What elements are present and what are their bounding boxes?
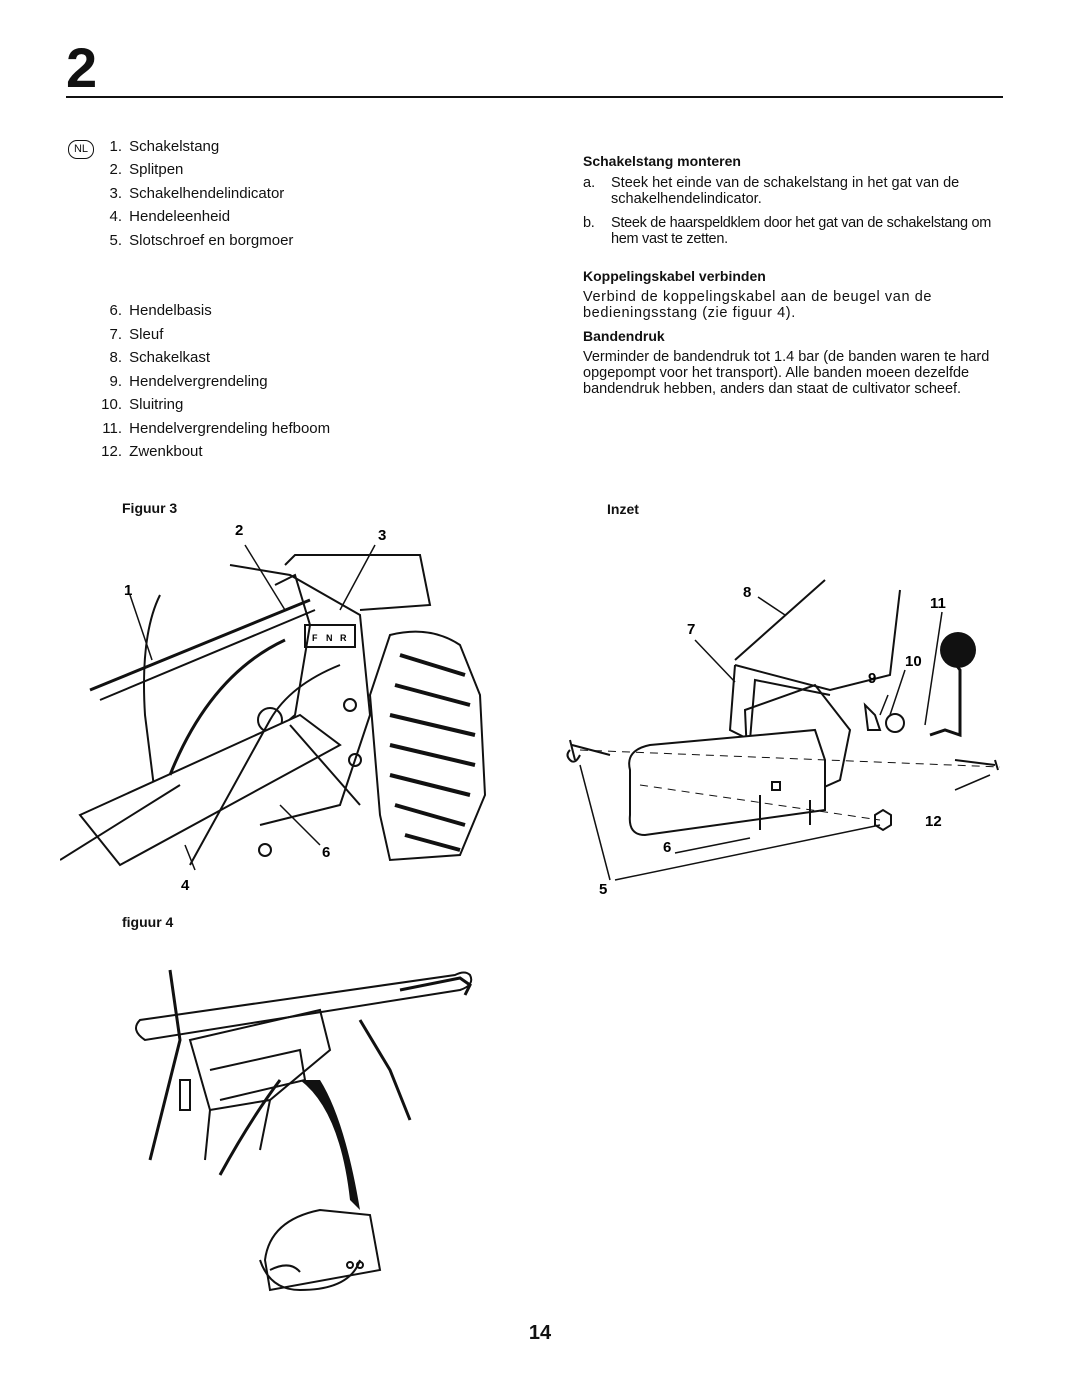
figure4-caption: figuur 4 (122, 914, 174, 930)
shift-letter: F (312, 633, 318, 643)
shift-letter: N (326, 633, 333, 643)
shift-rod-step: b.Steek de haarspeldklem door het gat va… (583, 215, 991, 247)
page-number: 14 (528, 1322, 552, 1344)
figure3-caption: Figuur 3 (122, 500, 178, 516)
inset-illustration: 5 6 7 8 9 10 11 12 (566, 579, 1001, 898)
parts-list-item: 4. Hendeleenheid (109, 208, 231, 225)
callout-number: 4 (181, 877, 190, 894)
tire-pressure-text: Verminder de bandendruk tot 1.4 bar (de … (583, 349, 990, 397)
shift-letter: R (340, 633, 347, 643)
parts-list-item: 10. Sluitring (101, 396, 184, 413)
tire-pressure-heading: Bandendruk (583, 328, 665, 344)
callout-number: 8 (743, 584, 751, 601)
callout-number: 12 (925, 813, 942, 830)
chapter-number: 2 (66, 36, 98, 99)
parts-list-item: 2. Splitpen (109, 161, 184, 178)
parts-list-item: 9. Hendelvergrendeling (109, 373, 268, 390)
callout-number: 6 (663, 839, 671, 856)
parts-list-item: 1. Schakelstang (109, 138, 220, 155)
inset-caption: Inzet (607, 501, 639, 517)
parts-list-item: 11. Hendelvergrendeling hefboom (102, 420, 331, 437)
parts-list-item: 5. Slotschroef en borgmoer (109, 232, 294, 249)
callout-number: 3 (378, 527, 386, 544)
callout-number: 7 (687, 621, 695, 638)
callout-number: 2 (235, 522, 243, 539)
callout-number: 5 (599, 881, 607, 898)
callout-number: 10 (905, 653, 922, 670)
callout-number: 9 (868, 670, 876, 687)
clutch-cable-heading: Koppelingskabel verbinden (583, 268, 766, 284)
shift-rod-step: a.Steek het einde van de schakelstang in… (583, 175, 960, 207)
parts-list-item: 12. Zwenkbout (101, 443, 203, 460)
header-rule (66, 96, 1003, 98)
figure3-illustration: F N R 1 2 3 4 6 (60, 522, 487, 894)
clutch-cable-text: Verbind de koppelingskabel aan de beugel… (583, 289, 933, 321)
callout-number: 6 (322, 844, 330, 861)
parts-list-item: 6. Hendelbasis (109, 302, 212, 319)
figure4-illustration (135, 969, 473, 1292)
shift-rod-heading: Schakelstang monteren (583, 153, 741, 169)
callout-number: 1 (124, 582, 132, 599)
callout-number: 11 (930, 595, 946, 612)
language-badge: NL (68, 140, 94, 159)
parts-list-item: 8. Schakelkast (109, 349, 211, 366)
parts-list-item: 7. Sleuf (109, 326, 164, 343)
parts-list-item: 3. Schakelhendelindicator (109, 185, 285, 202)
